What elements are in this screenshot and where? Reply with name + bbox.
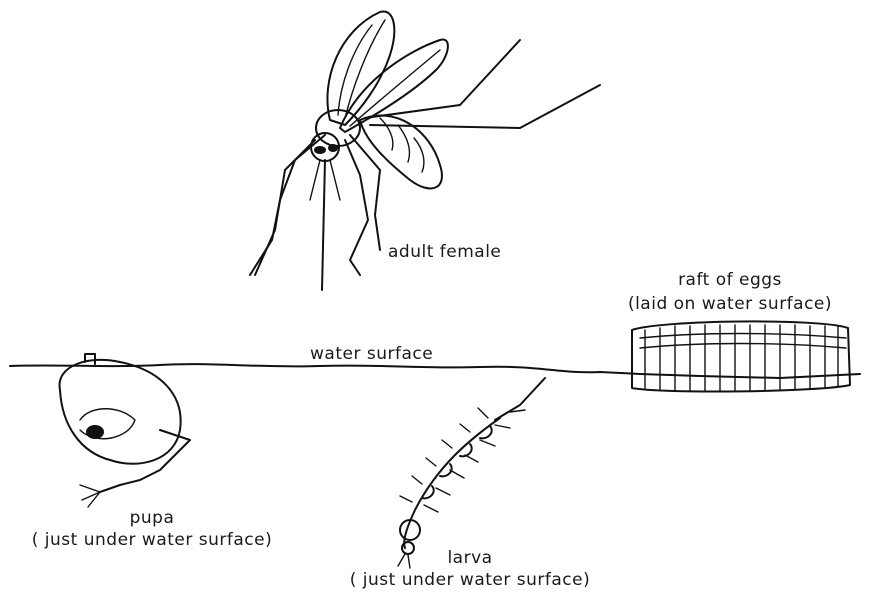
larva-label-line2: ( just under water surface) (320, 570, 620, 590)
larva-label-line1: larva (320, 548, 620, 568)
adult-female-label: adult female (388, 242, 501, 262)
water-surface-label: water surface (310, 344, 433, 364)
pupa-label-line2: ( just under water surface) (2, 530, 302, 550)
egg-raft-figure (632, 321, 850, 391)
pupa-label-line1: pupa (2, 508, 302, 528)
larva-figure (398, 378, 545, 568)
pupa-figure (60, 354, 190, 507)
egg-raft-label-line1: raft of eggs (590, 270, 870, 290)
egg-raft-label-line2: (laid on water surface) (590, 294, 870, 314)
